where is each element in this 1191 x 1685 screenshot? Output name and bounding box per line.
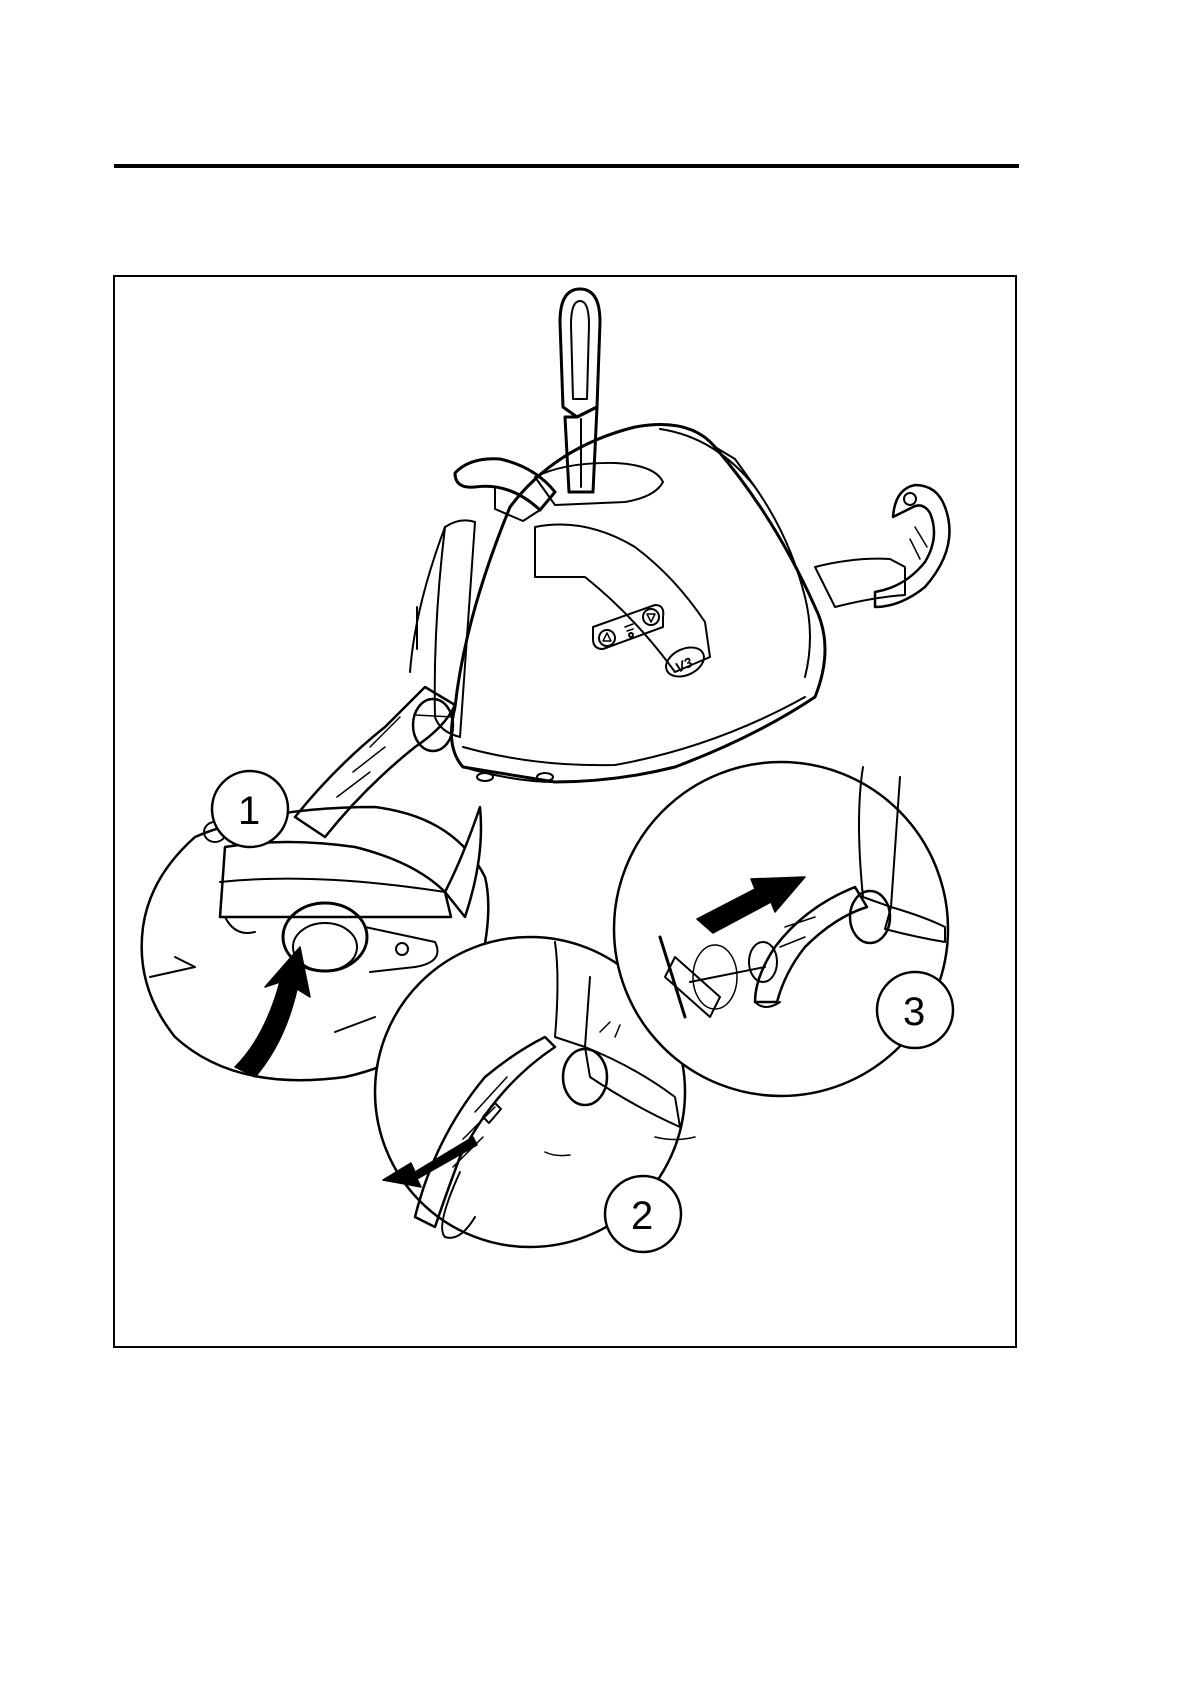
- rotate-arrow-icon: [235, 947, 310, 1077]
- lift-body: [451, 425, 825, 783]
- step-2-label: 2: [631, 1194, 653, 1238]
- step-3-label: 3: [903, 990, 925, 1034]
- lift-illustration: V3: [115, 277, 1015, 1346]
- right-arm: [815, 485, 950, 607]
- step-1-label: 1: [238, 789, 260, 833]
- header-rule: [114, 164, 1019, 168]
- detail-3: 3: [614, 762, 953, 1096]
- illustration-frame: V3: [113, 275, 1017, 1348]
- left-arm: [295, 687, 455, 837]
- strap-handle: [560, 289, 600, 492]
- lift-unit: V3: [295, 289, 950, 837]
